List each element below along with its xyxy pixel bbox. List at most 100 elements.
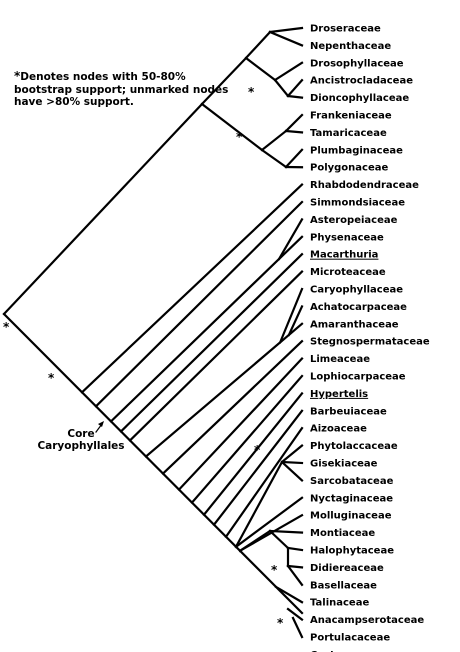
taxon-label: Aizoaceae xyxy=(310,424,367,435)
taxon-label: Lophiocarpaceae xyxy=(310,372,406,383)
taxon-label: Plumbaginaceae xyxy=(310,145,403,156)
tree-branch xyxy=(161,339,304,476)
taxon-label: Drosophyllaceae xyxy=(310,58,404,69)
taxon-label: Dioncophyllaceae xyxy=(310,93,409,104)
bootstrap-asterisk-6: * xyxy=(271,563,278,577)
tree-branch xyxy=(287,304,304,337)
tree-branch xyxy=(128,270,304,442)
tree-branch xyxy=(284,148,304,169)
taxon-label: Polygonaceae xyxy=(310,163,388,174)
taxon-label: Ancistrocladaceae xyxy=(310,76,413,87)
clade-label-line2: Caryophyllales xyxy=(37,440,124,452)
tree-branch xyxy=(224,426,304,539)
taxon-label: Simmondsiaceae xyxy=(310,198,405,209)
taxon-label: Limeaceae xyxy=(310,354,370,365)
tree-branch xyxy=(286,607,304,622)
tree-branch xyxy=(202,391,304,517)
taxon-label: Frankeniaceae xyxy=(310,111,392,122)
taxon-label: Halophytaceae xyxy=(310,546,394,557)
taxon-label: Physenaceae xyxy=(310,232,384,243)
taxon-label: Basellaceae xyxy=(310,580,377,591)
taxon-label: Nepenthaceae xyxy=(310,41,391,52)
tree-branch xyxy=(109,235,304,423)
taxon-label: Tamaricaceae xyxy=(310,128,387,139)
tree-branch xyxy=(273,78,290,98)
tree-branch xyxy=(260,148,288,169)
tree-branch xyxy=(200,56,248,106)
tree-branch xyxy=(234,460,284,549)
taxon-label: Talinaceae xyxy=(310,598,369,609)
tree-branch xyxy=(238,529,272,553)
taxon-label: Didiereaceae xyxy=(310,563,384,574)
core-caryophyllales-label: Core Caryophyllales xyxy=(37,421,125,452)
tree-branch xyxy=(274,585,304,604)
tree-branch xyxy=(286,564,304,569)
tree-branch xyxy=(234,496,304,549)
tree-branch xyxy=(268,26,304,34)
backbone-branch xyxy=(2,312,304,615)
taxon-label: Hypertelis xyxy=(310,389,368,400)
taxon-label: Rhabdodendraceae xyxy=(310,180,419,191)
tree-branch xyxy=(280,444,304,464)
tree-branch xyxy=(94,200,304,408)
taxon-label: Sarcobataceae xyxy=(310,476,394,487)
taxon-labels: DroseraceaeNepenthaceaeDrosophyllaceaeAn… xyxy=(310,24,430,652)
tree-branch xyxy=(286,546,304,552)
taxon-label: Stegnospermataceae xyxy=(310,337,430,348)
taxon-label: Portulacaceae xyxy=(310,633,390,644)
taxon-label: Caryophyllaceae xyxy=(310,285,403,296)
support-legend-note: *Denotes nodes with 50-80% bootstrap sup… xyxy=(14,70,234,109)
taxon-label: Amaranthaceae xyxy=(310,319,399,330)
taxon-label: Microteaceae xyxy=(310,267,386,278)
tree-branches xyxy=(2,26,304,639)
bootstrap-asterisk-3: * xyxy=(3,320,10,334)
tree-branch xyxy=(286,564,304,587)
bootstrap-asterisk-2: * xyxy=(236,130,243,144)
support-markers: * * * * * * * xyxy=(3,85,284,630)
taxon-label: Barbeuiaceae xyxy=(310,406,387,417)
taxon-label: Montiaceae xyxy=(310,528,375,539)
tree-branch xyxy=(278,287,304,344)
taxon-label: Cactaceae xyxy=(310,650,368,652)
clade-pointer-arrowhead xyxy=(98,421,104,427)
bootstrap-asterisk-1: * xyxy=(248,85,255,99)
tree-branch xyxy=(119,252,304,433)
tree-branch xyxy=(190,374,304,505)
tree-branch xyxy=(268,529,304,534)
tree-branch xyxy=(291,616,304,639)
taxon-label: Macarthuria xyxy=(310,250,378,261)
taxon-label: Nyctaginaceae xyxy=(310,493,393,504)
tree-branch xyxy=(80,183,304,394)
tree-branch xyxy=(268,529,290,550)
tree-branch xyxy=(286,94,304,99)
taxon-label: Molluginaceae xyxy=(310,511,392,522)
clade-label-line1: Core xyxy=(67,428,94,440)
tree-branch xyxy=(244,56,277,82)
tree-branch xyxy=(200,102,264,152)
tree-branch xyxy=(260,129,288,152)
taxon-label: Phytolaccaceae xyxy=(310,441,398,452)
root-branch-upper xyxy=(2,102,204,316)
tree-branch xyxy=(280,460,304,482)
tree-branch xyxy=(177,357,304,492)
taxon-label: Droseraceae xyxy=(310,24,381,35)
tree-branch xyxy=(268,30,304,47)
legend-text: Denotes nodes with 50-80% bootstrap supp… xyxy=(14,71,229,108)
tree-branch xyxy=(277,217,304,261)
taxon-label: Achatocarpaceae xyxy=(310,302,407,313)
bootstrap-asterisk-7: * xyxy=(277,616,284,630)
tree-branch xyxy=(144,322,304,459)
bootstrap-asterisk-4: * xyxy=(48,371,55,385)
taxon-label: Asteropeiaceae xyxy=(310,215,398,226)
tree-branch xyxy=(284,113,304,133)
tree-branch xyxy=(273,61,304,82)
tree-branch xyxy=(212,409,304,527)
tree-branch xyxy=(284,129,304,134)
bootstrap-asterisk-5: * xyxy=(254,443,261,457)
taxon-label: Anacampserotaceae xyxy=(310,615,424,626)
tree-branch xyxy=(244,30,272,60)
taxon-label: Gisekiaceae xyxy=(310,459,378,470)
tree-branch xyxy=(286,78,304,98)
tree-branch xyxy=(280,460,304,465)
